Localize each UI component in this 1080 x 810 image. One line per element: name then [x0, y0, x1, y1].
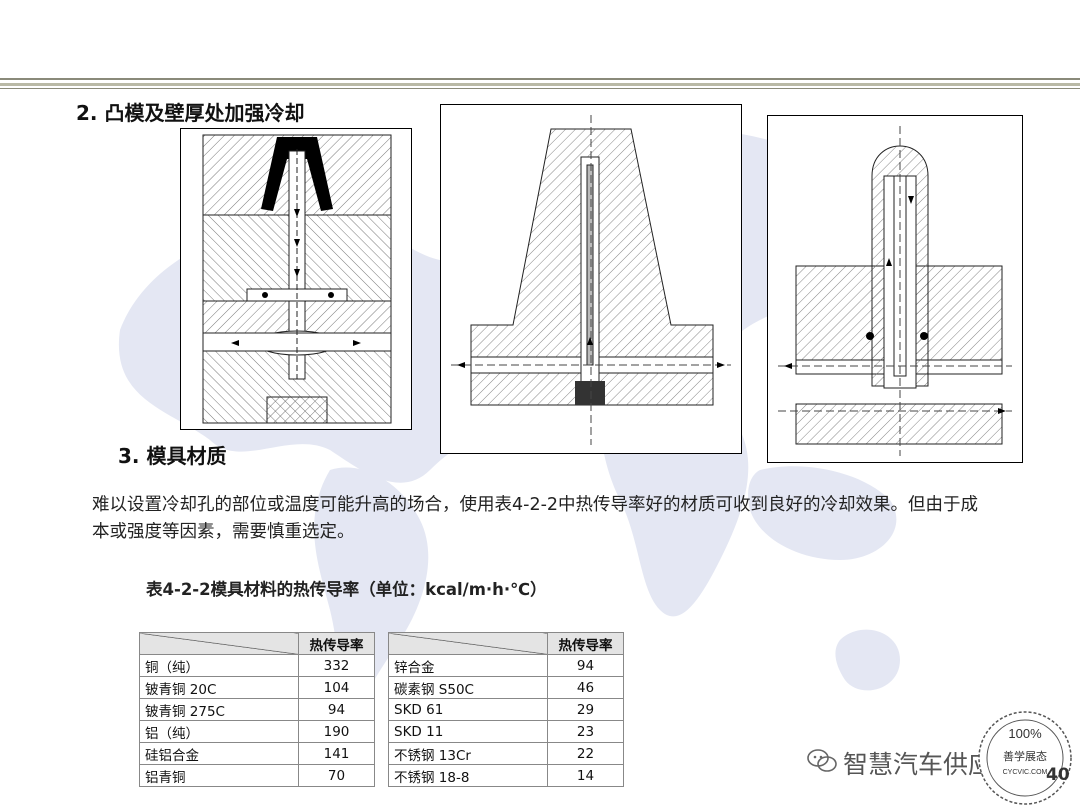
conductivity-value: 22 [547, 742, 624, 765]
seal-mid-text: 善学展态 [1003, 749, 1047, 763]
material-name: 铍青铜 20C [139, 676, 299, 699]
conductivity-value: 94 [547, 654, 624, 677]
table-row: 铜（纯）332 [139, 654, 375, 677]
material-name: 铍青铜 275C [139, 698, 299, 721]
conductivity-value: 46 [547, 676, 624, 699]
material-name: SKD 61 [388, 698, 548, 721]
table-header-cell: 热传导率 [547, 632, 624, 655]
section-heading-cooling: 2. 凸模及壁厚处加强冷却 [76, 101, 305, 125]
conductivity-value: 29 [547, 698, 624, 721]
diagonal-header-cell [388, 632, 548, 655]
quality-seal: 100% 善学展态 CYCVIC.COM [978, 711, 1072, 805]
conductivity-value: 332 [298, 654, 375, 677]
wechat-icon [807, 748, 837, 779]
conductivity-value: 23 [547, 720, 624, 743]
table-row: 铝（纯）190 [139, 720, 375, 743]
diagonal-header-cell [139, 632, 299, 655]
figure-tall-core [440, 104, 742, 454]
table-caption: 表4-2-2模具材料的热传导率（单位：kcal/m·h·℃） [146, 580, 547, 599]
figure-core-cooling [180, 128, 412, 430]
material-name: 不锈钢 18-8 [388, 764, 548, 787]
page-number: 40 [1046, 765, 1070, 785]
table-header-row: 热传导率 [388, 632, 624, 655]
table-header-cell: 热传导率 [298, 632, 375, 655]
wechat-watermark: 智慧汽车供应 [807, 745, 993, 781]
top-rule [0, 78, 1080, 90]
seal-top-text: 100% [1008, 726, 1042, 741]
material-name: 硅铝合金 [139, 742, 299, 765]
material-name: 锌合金 [388, 654, 548, 677]
conductivity-value: 104 [298, 676, 375, 699]
material-name: 铝（纯） [139, 720, 299, 743]
table-header-row: 热传导率 [139, 632, 375, 655]
seal-bottom-text: CYCVIC.COM [1003, 769, 1048, 776]
watermark-text: 智慧汽车供应 [843, 750, 994, 779]
material-paragraph: 难以设置冷却孔的部位或温度可能升高的场合，使用表4-2-2中热传导率好的材质可收… [92, 495, 979, 542]
conductivity-value: 190 [298, 720, 375, 743]
conductivity-value: 94 [298, 698, 375, 721]
material-name: 铜（纯） [139, 654, 299, 677]
conductivity-value: 14 [547, 764, 624, 787]
material-name: 碳素钢 S50C [388, 676, 548, 699]
conductivity-value: 141 [298, 742, 375, 765]
material-name: SKD 11 [388, 720, 548, 743]
section-heading-material: 3. 模具材质 [118, 444, 227, 468]
conductivity-value: 70 [298, 764, 375, 787]
material-name: 不锈钢 13Cr [388, 742, 548, 765]
figure-core-baffle [767, 115, 1023, 463]
material-name: 铝青铜 [139, 764, 299, 787]
